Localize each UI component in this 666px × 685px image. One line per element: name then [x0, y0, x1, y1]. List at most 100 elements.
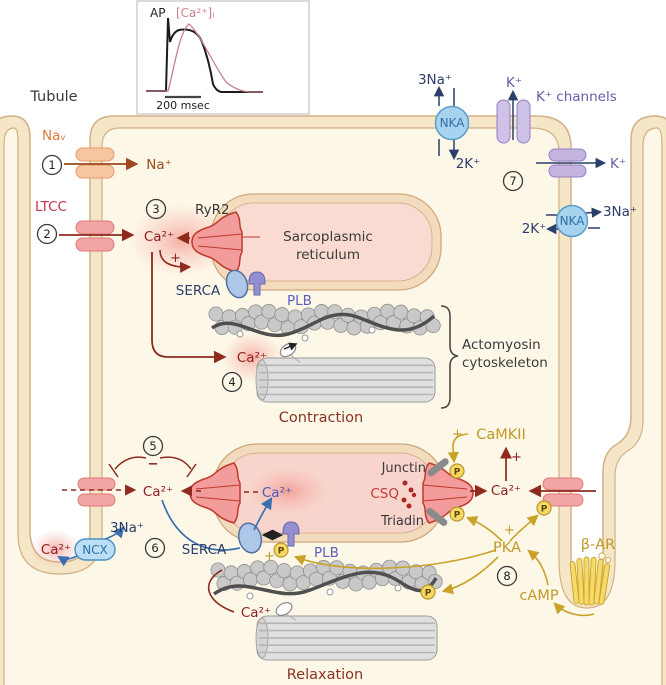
- myosin-head: [275, 602, 293, 616]
- inhibition-tbar-right: [186, 463, 197, 478]
- glycan-dot: [598, 552, 606, 560]
- svg-text:P: P: [541, 505, 548, 515]
- phospho-badge: P: [449, 463, 465, 479]
- k-ion-label: K⁺: [610, 156, 626, 172]
- svg-text:2: 2: [43, 227, 50, 241]
- svg-text:4: 4: [228, 375, 235, 389]
- ca-ion-label: Ca²⁺: [241, 605, 271, 621]
- plb-top: [248, 271, 266, 296]
- svg-text:8: 8: [503, 569, 510, 583]
- na-ion-label: Na⁺: [146, 157, 172, 173]
- contraction-label: Contraction: [279, 410, 363, 426]
- svg-text:3: 3: [152, 202, 159, 216]
- serca-uptake-arrow: [253, 496, 273, 531]
- step-2: 2: [36, 223, 58, 245]
- na3-label: 3Na⁺: [418, 72, 452, 88]
- svg-text:7: 7: [509, 174, 516, 188]
- actin-filament: [208, 303, 441, 336]
- phospho-badge: P: [273, 542, 289, 558]
- svg-text:P: P: [425, 589, 432, 599]
- camp-label: cAMP: [519, 588, 558, 604]
- powerstroke-arrow: [283, 342, 298, 351]
- na3-label: 3Na⁺: [603, 204, 637, 220]
- actomyosin-label-2: cytoskeleton: [462, 355, 548, 371]
- phospho-badge: P: [536, 500, 552, 516]
- serca-label-top: SERCA: [176, 283, 221, 299]
- pka-to-ryr2-arrow: [465, 516, 503, 542]
- pka-to-plb-arrow: [293, 549, 497, 570]
- ca-ion-label: Ca²⁺: [41, 542, 71, 558]
- plus-sign: +: [264, 549, 275, 564]
- beta-ar-receptor: [569, 552, 611, 606]
- plus-sign: +: [511, 450, 522, 465]
- tropomyosin-strand: [211, 312, 436, 338]
- pka-to-myofilament-arrow: [441, 556, 499, 595]
- beta-ar-label: β-AR: [581, 537, 615, 553]
- inhibition-curve-right: [159, 456, 192, 470]
- pka-to-ltcc-arrow: [509, 514, 539, 542]
- nka-label: NKA: [560, 214, 586, 228]
- nka-pump-top: NKA: [433, 85, 470, 161]
- relaxation-label: Relaxation: [287, 667, 364, 683]
- plus-sign: +: [452, 427, 463, 442]
- ca-ion-label: Ca²⁺: [491, 483, 521, 499]
- k-channels-label: K⁺ channels: [536, 89, 617, 105]
- plb-label-top: PLB: [287, 293, 312, 309]
- step-4: 4: [221, 371, 243, 393]
- pka-label: PKA: [493, 540, 521, 556]
- k-channel-right: [548, 148, 587, 178]
- ca-transient-trace: [146, 23, 263, 93]
- junctin-bar: [427, 458, 449, 477]
- phospho-badge: P: [420, 584, 436, 600]
- nav-channel: [75, 147, 115, 179]
- csq-granules: [401, 480, 417, 509]
- step-5: 5: [142, 435, 164, 457]
- ca-to-myofilament-arrow: [151, 252, 227, 364]
- ncx-exchanger: NCX: [57, 526, 125, 567]
- step-7: 7: [502, 170, 524, 192]
- step-8: 8: [496, 565, 518, 587]
- bar-to-camp-arrow: [553, 602, 595, 617]
- step-3: 3: [145, 198, 167, 220]
- cicr-arrow: [159, 249, 192, 273]
- plus-sign: +: [170, 251, 181, 266]
- phospho-badge: P: [449, 506, 465, 522]
- serca-pump-top: [225, 269, 249, 299]
- tropomyosin-strand: [212, 570, 438, 596]
- na3-label: 3Na⁺: [110, 520, 144, 536]
- ryr2-channel-top: [191, 211, 260, 273]
- glycan-dot: [604, 556, 611, 563]
- myosin-thick-filament: [255, 615, 438, 661]
- step-6: 6: [144, 537, 166, 559]
- triadin-bar: [426, 507, 448, 526]
- nka-pump-right: NKA: [545, 204, 603, 238]
- ca-ion-label: Ca²⁺: [144, 229, 174, 245]
- inhibition-curve-left: [114, 456, 147, 470]
- flow-arrows: [59, 89, 607, 617]
- k2-label: 2K⁺: [522, 221, 547, 237]
- step-1: 1: [41, 154, 63, 176]
- svg-text:P: P: [278, 547, 285, 557]
- inset-box: [136, 0, 310, 115]
- actomyosin-bottom: [210, 559, 443, 661]
- ncx-label: NCX: [82, 543, 108, 557]
- svg-text:6: 6: [151, 541, 158, 555]
- step-markers: 1 2 3 4 5 6 7 8: [36, 154, 524, 587]
- inset-ca-label: [Ca²⁺]ᵢ: [176, 6, 214, 20]
- text-labels: Tubule Naᵥ Na⁺ LTCC Ca²⁺ + RyR2 SERCA PL…: [29, 72, 637, 683]
- minus-sign: −: [148, 457, 159, 472]
- phospho-badges: P P P P P: [273, 463, 552, 600]
- plb-bottom: [282, 521, 300, 547]
- ca-ion-label: Ca²⁺: [143, 484, 173, 500]
- ca-ion-label: Ca²⁺: [237, 350, 267, 366]
- svg-text:P: P: [454, 511, 461, 521]
- inhibition-tbar-left: [108, 463, 119, 478]
- camkii-phosphorylation-arrow: [447, 433, 469, 464]
- ltcc-channel-right: [542, 477, 584, 507]
- svg-text:5: 5: [149, 439, 156, 453]
- k2-label: 2K⁺: [456, 156, 481, 172]
- sr-top: Sarcoplasmic reticulum: [210, 193, 442, 291]
- plus-sign: +: [504, 523, 515, 538]
- myosin-thick-filament: [255, 357, 436, 403]
